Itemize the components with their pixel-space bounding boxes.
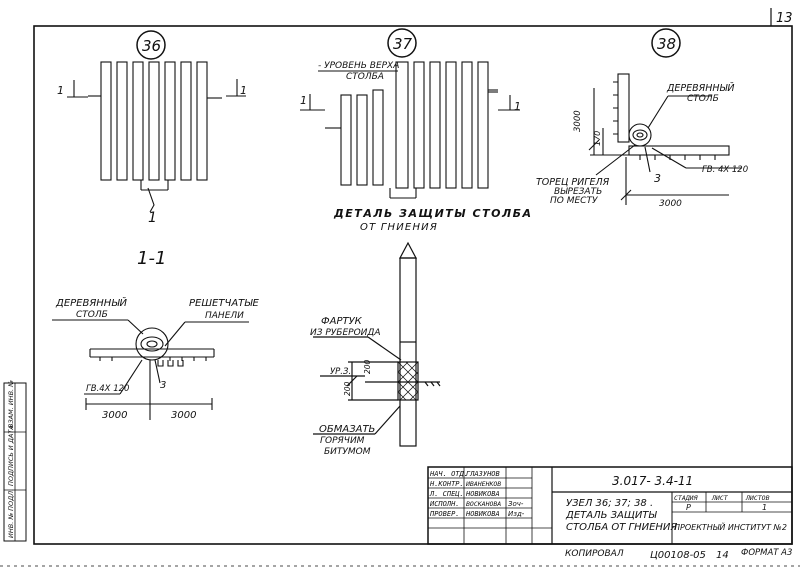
role-1: НАЧ. ОТД. [429,470,468,478]
section-title: 1-1 [137,248,166,269]
dim-3000-horizontal: 3000 [659,199,682,209]
detail-title-2: ОТ ГНИЕНИЯ [360,222,438,233]
callout-36: 36 [142,37,161,55]
stage-header: СТАДИЯ [674,494,699,502]
detail-37-panel [300,61,520,199]
section-1-1: 1-1 ДЕРЕВЯННЫЙ СТОЛБ РЕШЕТЧАТЫЕ ПА [52,248,259,421]
nail-label: ГВ.4Х 120 [86,384,129,394]
sheet-value: 1 [762,503,767,512]
coat-label-3: БИТУМОМ [324,447,371,457]
institute: ПРОЕКТНЫЙ ИНСТИТУТ №2 [674,521,787,532]
sheets-header: ЛИСТОВ [745,494,770,502]
detail-title-1: ДЕТАЛЬ ЗАЩИТЫ СТОЛБА [333,207,533,220]
rail-end-label-1: ТОРЕЦ РИГЕЛЯ [536,177,610,188]
name-5: НОВИКОВА [465,510,500,518]
bottom-strip: КОПИРОВАЛ Ц00108-05 14 ФОРМАТ А3 [565,548,792,561]
detail-36: 36 1 1 1 [57,30,247,226]
stamp-cell-2: ПОДПИСЬ И ДАТА [7,425,15,486]
post-label-1: ДЕРЕВЯННЫЙ [55,296,128,309]
role-5: ПРОВЕР. [429,510,460,518]
detail-37: 37 - УРОВЕНЬ ВЕРХА СТОЛБА 1 1 [300,28,533,233]
dim-200-upper: 200 [363,359,372,374]
ref-38: 3 [654,172,661,185]
role-4: ИСПОЛН. [429,500,460,508]
level-top-label-2: СТОЛБА [346,72,384,82]
sheet-header: ЛИСТ [711,494,729,502]
ground-level-label: УР.З. [330,367,351,377]
apron-label-1: ФАРТУК [321,316,363,327]
panels-label-2: ПАНЕЛИ [205,311,244,321]
level-top-label-1: - УРОВЕНЬ ВЕРХА [318,61,399,71]
section-mark-left-37: 1 [300,94,307,107]
callout-38: 38 [657,35,676,53]
coat-label-1: ОБМАЗАТЬ [319,424,375,435]
section-mark-right-36: 1 [240,84,247,97]
signature-1: Зоч- [508,500,524,508]
post-label-38-2: СТОЛБ [687,94,719,104]
desc-line-2: ДЕТАЛЬ ЗАЩИТЫ [565,510,657,521]
drawing-code: 3.017- 3.4-11 [612,474,693,488]
name-2: ИВАНЕНКОВ [465,480,501,488]
name-3: НОВИКОВА [465,490,500,498]
dim-3000-right: 3000 [171,410,196,421]
post-detail: ФАРТУК ИЗ РУБЕРОИДА УР.З. 200 200 ОБМАЗА… [310,241,441,457]
apron-label-2: ИЗ РУБЕРОИДА [310,328,381,338]
panels-label-1: РЕШЕТЧАТЫЕ [189,298,259,309]
inventory-suffix: 14 [716,550,729,561]
format-label: ФОРМАТ А3 [741,548,792,558]
dim-3000-vertical: 3000 [573,110,583,132]
post-label-38-1: ДЕРЕВЯННЫЙ [666,82,734,94]
stamp-cell-1: ВЗАМ. ИНВ. № [7,380,15,428]
name-1: ГЛАЗУНОВ [466,470,500,478]
side-stamp: ВЗАМ. ИНВ. № ПОДПИСЬ И ДАТА ИНВ. № ПОДЛ. [3,380,27,542]
copied-label: КОПИРОВАЛ [565,549,624,559]
signature-2: Изд- [508,510,525,518]
rail-end-label-3: ПО МЕСТУ [550,196,598,206]
role-2: Н.КОНТР. [429,480,464,488]
post-label-2: СТОЛБ [76,310,108,320]
detail-36-panel [67,61,246,213]
detail-38: 38 ДЕРЕВЯНН [536,28,748,209]
sheet-frame [33,25,793,545]
waterproof-hatch [397,361,419,401]
role-3: Л. СПЕЦ. [429,490,464,498]
ref-36: 1 [148,210,157,226]
sheet-number: 13 [776,11,793,26]
stage-value: Р [686,503,691,512]
section-mark-right-37: 1 [514,100,521,113]
dim-3000-left: 3000 [102,410,127,421]
ref-1-1: 3 [160,380,166,391]
callout-37: 37 [393,35,413,53]
inventory-number: Ц00108-05 [650,550,706,561]
desc-line-1: УЗЕЛ 36; 37; 38 . [566,498,653,509]
coat-label-2: ГОРЯЧИМ [320,436,365,446]
stamp-cell-3: ИНВ. № ПОДЛ. [7,489,15,538]
name-4: ВОСКАНОВА [466,500,501,508]
dim-200-lower: 200 [343,381,352,396]
rail-end-label-2: ВЫРЕЗАТЬ [554,187,602,197]
title-block: НАЧ. ОТД. Н.КОНТР. Л. СПЕЦ. ИСПОЛН. ПРОВ… [427,466,793,545]
section-mark-left-36: 1 [57,84,64,97]
nail-label-38: ГВ. 4Х 120 [702,165,748,175]
desc-line-3: СТОЛБА ОТ ГНИЕНИЯ [566,522,677,533]
dim-170: 170 [593,131,602,146]
